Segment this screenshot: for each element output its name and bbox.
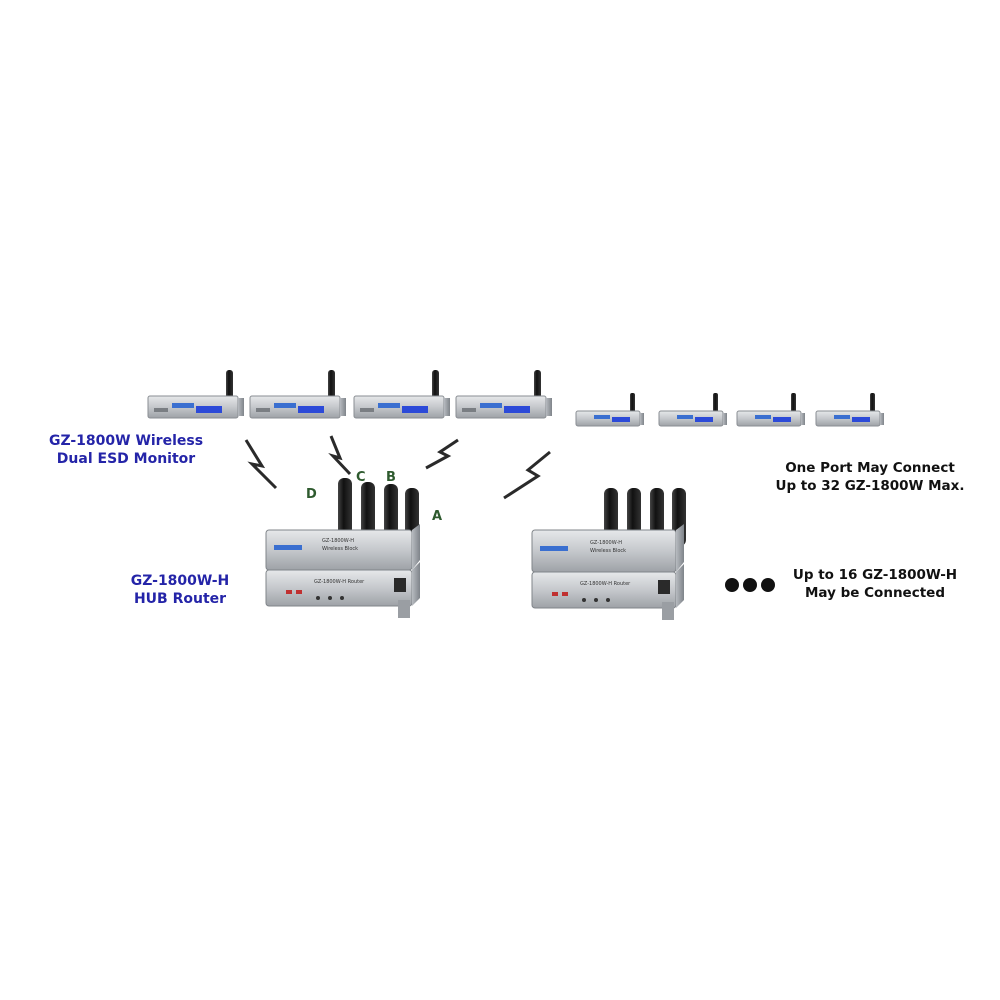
- port-label-a: A: [432, 509, 443, 524]
- hub-label-line1: GZ-1800W-H: [130, 573, 230, 589]
- monitor-device-7: [736, 393, 805, 427]
- hub-top-label: GZ-1800W-H: [590, 540, 623, 546]
- hub-capacity-note: Up to 16 GZ-1800W-H May be Connected: [770, 566, 980, 602]
- hub-note-line2: May be Connected: [805, 585, 945, 601]
- hub-note-line1: Up to 16 GZ-1800W-H: [792, 567, 958, 583]
- monitor-device-1: [147, 370, 244, 419]
- port-note-line2: Up to 32 GZ-1800W Max.: [775, 478, 965, 494]
- wireless-signal-icon: [503, 450, 551, 500]
- more-dot-icon: [743, 578, 757, 592]
- more-dot-icon: [725, 578, 739, 592]
- monitor-label-line2: Dual ESD Monitor: [56, 451, 196, 467]
- wireless-signal-icon: [244, 439, 278, 490]
- hub-label-line2: HUB Router: [133, 591, 227, 607]
- hub-top-sub: Wireless Block: [590, 548, 627, 554]
- hub-router-device-2: [531, 488, 686, 620]
- hub-router-device-1: [265, 478, 420, 618]
- monitor-label-line1: GZ-1800W Wireless: [48, 433, 204, 449]
- port-label-b: B: [386, 470, 396, 485]
- wireless-signal-icon: [425, 438, 459, 470]
- monitor-label: GZ-1800W Wireless Dual ESD Monitor: [26, 432, 226, 468]
- monitor-device-8: [815, 393, 884, 427]
- port-capacity-note: One Port May Connect Up to 32 GZ-1800W M…: [760, 459, 980, 495]
- monitor-device-4: [455, 370, 552, 419]
- monitor-device-2: [249, 370, 346, 419]
- monitor-device-5: [575, 393, 644, 427]
- hub-top-label: GZ-1800W-H: [322, 538, 355, 544]
- monitor-device-6: [658, 393, 727, 427]
- port-label-d: D: [306, 487, 317, 502]
- port-label-c: C: [356, 470, 366, 485]
- hub-top-sub: Wireless Block: [322, 546, 359, 552]
- hub-label: GZ-1800W-H HUB Router: [110, 572, 250, 608]
- monitor-device-3: [353, 370, 450, 419]
- hub-bottom-label: GZ-1800W-H Router: [580, 581, 631, 587]
- wireless-signal-icon: [328, 435, 352, 476]
- hub-bottom-label: GZ-1800W-H Router: [314, 579, 365, 585]
- more-dot-icon: [761, 578, 775, 592]
- port-note-line1: One Port May Connect: [785, 460, 955, 476]
